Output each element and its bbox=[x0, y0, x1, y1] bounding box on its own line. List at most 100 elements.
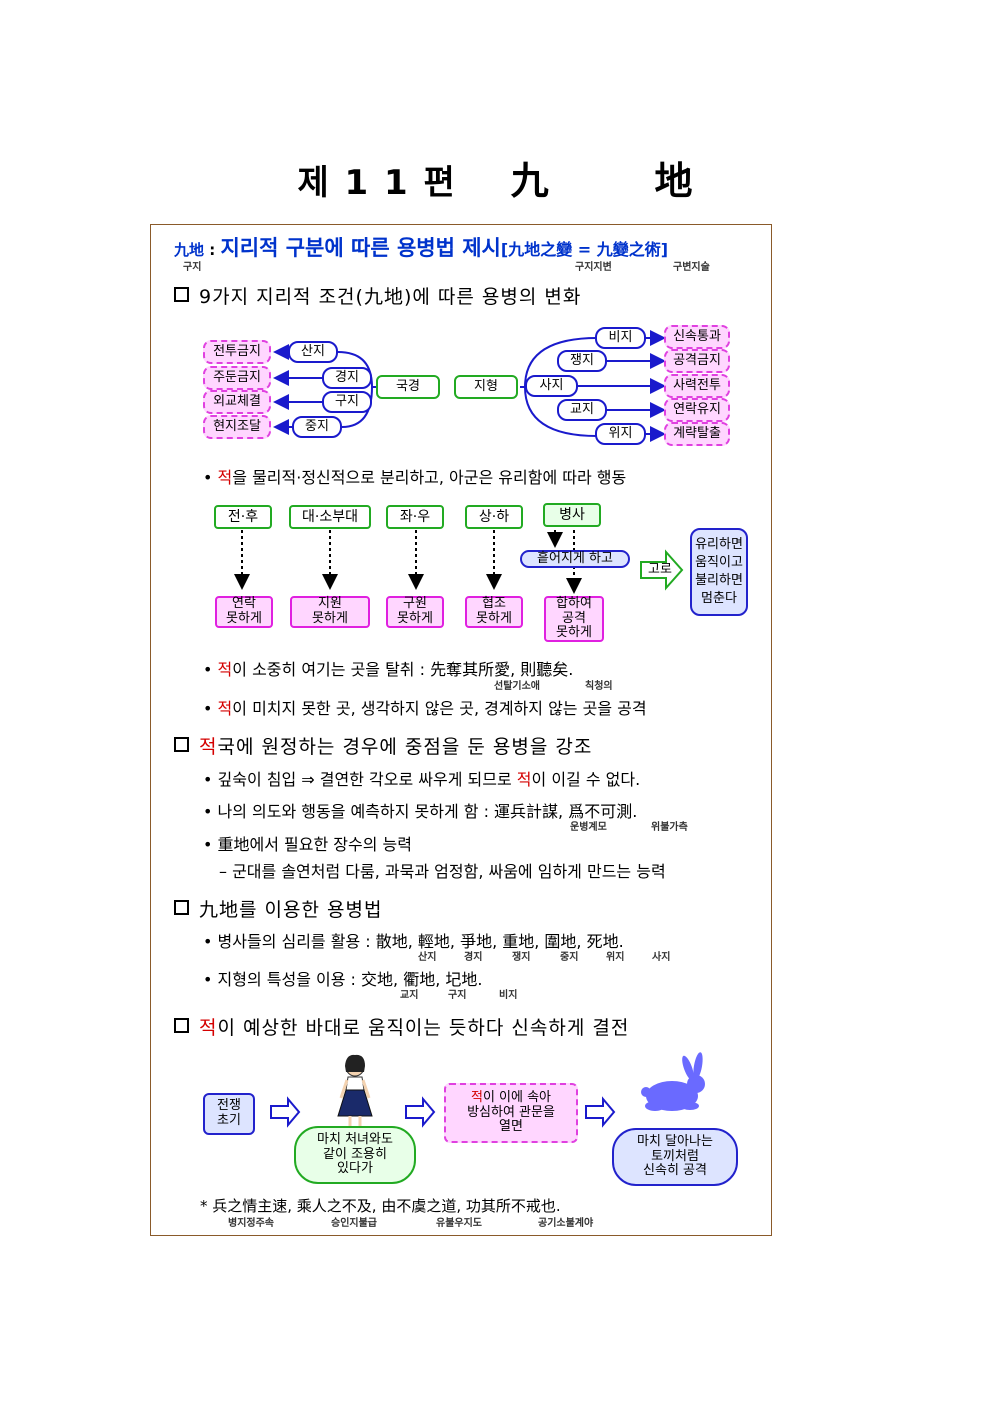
intro-colon: : bbox=[204, 241, 221, 259]
enemy-word: 적 bbox=[217, 699, 233, 718]
enemy-word: 적 bbox=[516, 770, 532, 789]
content-frame bbox=[150, 224, 772, 1236]
intro-line: 九地 : 지리적 구분에 따른 용병법 제시[九地之變 = 九變之術] bbox=[174, 232, 668, 262]
source-box-gyoji: 교지 bbox=[557, 399, 607, 421]
source-box-jungji: 중지 bbox=[292, 416, 342, 438]
intro-bracket: [九地之變 = 九變之術] bbox=[500, 240, 669, 259]
bullet-text: 이 미치지 못한 곳, 생각하지 않은 곳, 경계하지 않는 곳을 공격 bbox=[232, 699, 647, 718]
section1-heading: 9가지 지리적 조건(九地)에 따른 용병의 변화 bbox=[174, 282, 581, 309]
section2-heading: 적국에 원정하는 경우에 중점을 둔 용병을 강조 bbox=[174, 732, 592, 759]
reading-1: 선탈기소애 bbox=[494, 681, 540, 692]
source-box-jaengji: 쟁지 bbox=[557, 350, 607, 372]
section4-heading-text: 이 예상한 바대로 움직이는 듯하다 신속하게 결전 bbox=[217, 1017, 630, 1039]
split-box-front-rear: 전·후 bbox=[214, 505, 272, 529]
target-box-9: 계략탈출 bbox=[664, 422, 730, 446]
enemy-fooled-box: 적이 이에 속아 방심하여 관문을 열면 bbox=[444, 1083, 578, 1143]
target-box-7: 사력전투 bbox=[664, 374, 730, 398]
source-box-biji: 비지 bbox=[595, 327, 646, 349]
split-box-unit-size: 대·소부대 bbox=[289, 505, 371, 529]
reading-3: 운병계모 bbox=[570, 822, 607, 833]
target-box-3: 외교체결 bbox=[203, 390, 271, 414]
center-box-border: 국경 bbox=[376, 375, 440, 399]
enemy-fooled-text: 적이 이에 속아 방심하여 관문을 열면 bbox=[467, 1089, 555, 1136]
enemy-word: 적 bbox=[217, 468, 233, 487]
early-war-box: 전쟁 초기 bbox=[203, 1093, 255, 1135]
effect-box-4: 협조 못하게 bbox=[465, 596, 523, 628]
source-box-wiji: 위지 bbox=[595, 423, 646, 445]
effect-box-2: 지원 못하게 bbox=[290, 596, 370, 628]
bullet-text: 重地에서 필요한 장수의 능력 bbox=[217, 835, 412, 854]
reading-sanji: 산지 bbox=[418, 952, 437, 963]
section2-bullet-1: • 깊숙이 침입 ⇒ 결연한 각오로 싸우게 되므로 적이 이길 수 없다. bbox=[203, 770, 641, 789]
section2-bullet-3: • 重地에서 필요한 장수의 능력 bbox=[203, 835, 412, 854]
reading-saji: 사지 bbox=[652, 952, 671, 963]
intro-term-reading: 구지 bbox=[183, 262, 202, 273]
section4-heading: 적이 예상한 바대로 움직이는 듯하다 신속하게 결전 bbox=[174, 1013, 629, 1040]
target-box-8: 연락유지 bbox=[664, 398, 730, 422]
section2-heading-text: 국에 원정하는 경우에 중점을 둔 용병을 강조 bbox=[217, 736, 593, 758]
reading-gyoji: 교지 bbox=[400, 990, 419, 1001]
effect-box-3: 구원 못하게 bbox=[386, 596, 444, 628]
target-box-5: 신속통과 bbox=[664, 325, 730, 349]
therefore-label: 고로 bbox=[648, 561, 672, 577]
intro-reading-1: 구지지변 bbox=[575, 262, 612, 273]
girl-figure-icon bbox=[337, 1054, 373, 1128]
bullet-text: 이 소중히 여기는 곳을 탈취 : 先奪其所愛, 則聽矣. bbox=[232, 660, 574, 679]
result-box: 유리하면 움직이고 불리하면 멈춘다 bbox=[690, 528, 748, 616]
quote-reading-2: 승인지불급 bbox=[331, 1218, 377, 1229]
intro-term: 九地 bbox=[174, 241, 205, 259]
checkbox-icon bbox=[174, 287, 189, 302]
section3-bullet-2: • 지형의 특성을 이용 : 交地, 衢地, 圮地. bbox=[203, 970, 483, 989]
enemy-word: 적 bbox=[470, 1089, 483, 1105]
section3-heading-text: 九地를 이용한 용병법 bbox=[199, 899, 383, 921]
target-box-2: 주둔금지 bbox=[203, 366, 271, 390]
effect-box-1: 연락 못하게 bbox=[215, 596, 273, 628]
closing-quote: * 兵之情主速, 乘人之不及, 由不虞之道, 功其所不戒也. bbox=[200, 1197, 561, 1215]
section1-bullet-1: • 적을 물리적·정신적으로 분리하고, 아군은 유리함에 따라 행동 bbox=[203, 468, 627, 487]
intro-reading-2: 구변지술 bbox=[673, 262, 710, 273]
section1-bullet-2: • 적이 소중히 여기는 곳을 탈취 : 先奪其所愛, 則聽矣. bbox=[203, 660, 574, 679]
scatter-box: 흩어지게 하고 bbox=[520, 550, 630, 568]
reading-4: 위불가측 bbox=[651, 822, 688, 833]
reading-jaengji: 쟁지 bbox=[512, 952, 531, 963]
section1-heading-text: 9가지 지리적 조건(九地)에 따른 용병의 변화 bbox=[199, 286, 582, 308]
split-box-upper-lower: 상·하 bbox=[465, 505, 523, 529]
source-box-guji: 구지 bbox=[322, 391, 372, 413]
section3-bullet-1: • 병사들의 심리를 활용 : 散地, 輕地, 爭地, 重地, 圍地, 死地. bbox=[203, 932, 624, 951]
rabbit-icon bbox=[641, 1052, 705, 1111]
source-box-gyeongji: 경지 bbox=[322, 367, 372, 389]
quote-reading-1: 병지정주속 bbox=[228, 1218, 274, 1229]
enemy-fooled-desc: 이 이에 속아 방심하여 관문을 열면 bbox=[467, 1089, 555, 1135]
reading-wiji: 위지 bbox=[606, 952, 625, 963]
rabbit-box: 마치 달아나는 토끼처럼 신속히 공격 bbox=[612, 1128, 738, 1186]
bullet-text: 나의 의도와 행동을 예측하지 못하게 함 : 運兵計謀, 爲不可測. bbox=[217, 802, 638, 821]
section3-heading: 九地를 이용한 용병법 bbox=[174, 895, 382, 922]
intro-desc: 지리적 구분에 따른 용병법 제시 bbox=[220, 236, 501, 260]
checkbox-icon bbox=[174, 900, 189, 915]
checkbox-icon bbox=[174, 737, 189, 752]
split-box-soldiers: 병사 bbox=[543, 503, 601, 527]
target-box-6: 공격금지 bbox=[664, 349, 730, 373]
bullet-text: 깊숙이 침입 ⇒ 결연한 각오로 싸우게 되므로 bbox=[217, 770, 517, 789]
bullet-text-end: 이 이길 수 없다. bbox=[531, 770, 641, 789]
split-box-left-right: 좌·우 bbox=[386, 505, 444, 529]
enemy-word: 적 bbox=[199, 736, 218, 758]
reading-jungji: 중지 bbox=[560, 952, 579, 963]
reading-gyeongji: 경지 bbox=[464, 952, 483, 963]
center-box-terrain: 지형 bbox=[454, 375, 518, 399]
source-box-sanji: 산지 bbox=[288, 341, 338, 363]
title-hanja-2: 地 bbox=[654, 159, 695, 203]
section1-bullet-3: • 적이 미치지 못한 곳, 생각하지 않은 곳, 경계하지 않는 곳을 공격 bbox=[203, 699, 647, 718]
enemy-word: 적 bbox=[217, 660, 233, 679]
bullet-text: 병사들의 심리를 활용 : 散地, 輕地, 爭地, 重地, 圍地, 死地. bbox=[217, 932, 624, 951]
bullet-text: 을 물리적·정신적으로 분리하고, 아군은 유리함에 따라 행동 bbox=[232, 468, 627, 487]
reading-2: 칙청의 bbox=[585, 681, 613, 692]
maiden-box: 마치 처녀와도 같이 조용히 있다가 bbox=[294, 1126, 416, 1184]
title-hanja-1: 九 bbox=[510, 159, 551, 203]
target-box-4: 현지조달 bbox=[203, 415, 271, 439]
source-box-saji: 사지 bbox=[525, 375, 578, 397]
section2-bullet-2: • 나의 의도와 행동을 예측하지 못하게 함 : 運兵計謀, 爲不可測. bbox=[203, 802, 638, 821]
enemy-word: 적 bbox=[199, 1017, 218, 1039]
bullet-text: 지형의 특성을 이용 : 交地, 衢地, 圮地. bbox=[217, 970, 483, 989]
